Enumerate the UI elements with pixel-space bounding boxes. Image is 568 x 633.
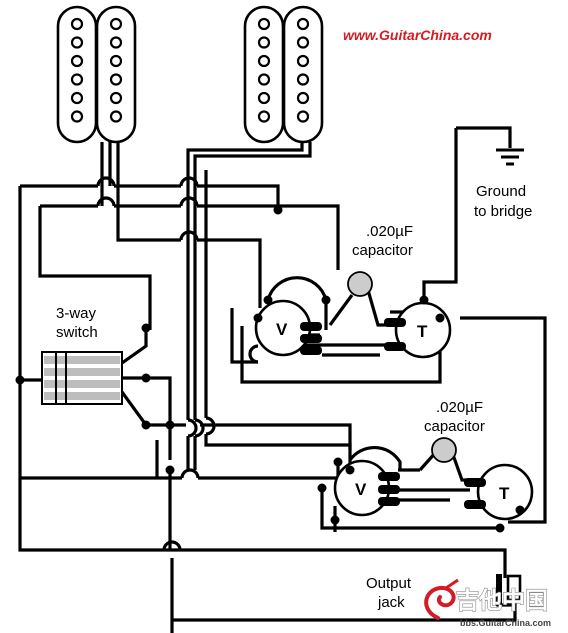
svg-text:capacitor: capacitor <box>424 418 485 435</box>
guitarchina-watermark: 吉他中国 bbs.GuitarChina.com <box>424 578 551 628</box>
output-jack <box>496 574 522 606</box>
output-jack-label: Output jack <box>366 575 412 611</box>
pole-piece <box>70 91 84 105</box>
upper-tone-label: T <box>417 322 428 341</box>
upper-capacitor-label: .020µF capacitor <box>352 223 413 259</box>
pole-piece <box>257 110 271 123</box>
svg-text:switch: switch <box>56 324 98 341</box>
pole-piece <box>70 73 84 86</box>
pole-piece <box>296 91 310 105</box>
pole-piece <box>109 73 123 86</box>
ground-label: Ground to bridge <box>474 183 532 220</box>
pole-piece <box>109 91 123 105</box>
pole-piece <box>296 36 310 49</box>
svg-text:.020µF: .020µF <box>436 399 483 416</box>
upper-volume-label: V <box>276 320 288 339</box>
pole-piece <box>257 17 271 31</box>
svg-text:.020µF: .020µF <box>366 223 413 240</box>
pole-piece <box>296 73 310 86</box>
pole-piece <box>257 36 271 49</box>
ground-icon <box>496 148 524 166</box>
pole-piece <box>296 54 310 68</box>
svg-text:Ground: Ground <box>476 183 526 200</box>
lower-tone-label: T <box>499 484 510 503</box>
pole-piece <box>109 36 123 49</box>
pole-piece <box>296 110 310 123</box>
lower-tone-pot: T <box>464 463 534 521</box>
lower-capacitor <box>431 437 457 463</box>
neck-humbucker <box>56 5 137 144</box>
pole-piece <box>296 17 310 31</box>
watermark-url: bbs.GuitarChina.com <box>460 618 551 628</box>
pole-piece <box>109 17 123 31</box>
pole-piece <box>70 17 84 31</box>
lower-volume-pot: V <box>333 459 400 517</box>
wiring <box>18 126 547 633</box>
pole-piece <box>257 73 271 86</box>
svg-text:capacitor: capacitor <box>352 242 413 259</box>
guitar-swirl-logo-icon <box>424 578 459 620</box>
lower-capacitor-label: .020µF capacitor <box>424 399 485 435</box>
pole-piece <box>109 54 123 68</box>
upper-capacitor <box>347 271 373 297</box>
switch-label: 3-way switch <box>56 305 98 341</box>
pole-piece <box>257 91 271 105</box>
solder-joints <box>15 205 525 533</box>
upper-volume-pot: V <box>254 299 322 357</box>
pole-piece <box>109 110 123 123</box>
three-way-switch <box>41 351 123 405</box>
svg-text:jack: jack <box>377 594 405 611</box>
svg-text:to bridge: to bridge <box>474 203 532 220</box>
brand-url: www.GuitarChina.com <box>343 27 492 43</box>
svg-text:Output: Output <box>366 575 412 592</box>
pickup-pole-pieces <box>70 17 310 123</box>
pole-piece <box>70 54 84 68</box>
pole-piece <box>257 54 271 68</box>
watermark-chinese: 吉他中国 <box>456 587 548 614</box>
pole-piece <box>70 110 84 123</box>
pole-piece <box>70 36 84 49</box>
bridge-humbucker <box>243 5 324 144</box>
svg-text:3-way: 3-way <box>56 305 97 322</box>
lower-volume-label: V <box>355 480 367 499</box>
